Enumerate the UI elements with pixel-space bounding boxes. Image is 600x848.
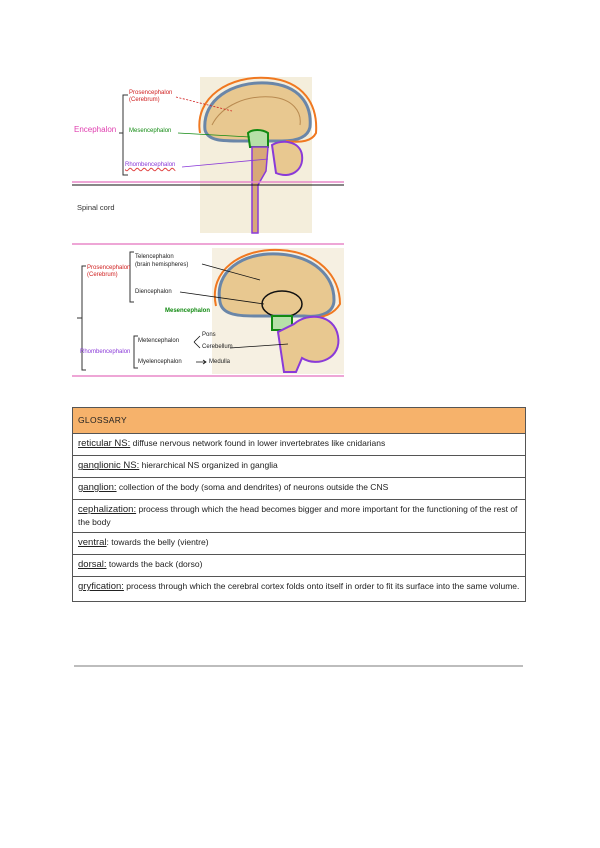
glossary-definition: collection of the body (soma and dendrit…	[116, 482, 389, 493]
cerebellum-target-line	[229, 343, 289, 349]
glossary-definition: diffuse nervous network found in lower i…	[130, 438, 386, 449]
glossary-term: cephalization:	[78, 503, 137, 515]
label-myelencephalon: Myelencephalon	[138, 359, 182, 365]
glossary-term: ganglion:	[78, 482, 117, 494]
glossary-header: GLOSSARY	[72, 406, 526, 435]
encephalon-bracket	[119, 94, 128, 176]
glossary-entry: gryfication: process through which the c…	[72, 575, 526, 602]
prosencephalon-bracket	[129, 251, 134, 303]
glossary-term: dorsal:	[78, 559, 107, 570]
glossary-row: cephalization: process through which the…	[72, 498, 526, 534]
label-rhombencephalon: Rhombencephalon	[125, 162, 176, 168]
mesencephalon-outline	[246, 129, 269, 148]
prosencephalon-pointer	[175, 96, 233, 112]
label-mesencephalon: Mesencephalon	[165, 308, 211, 314]
glossary-definition: process through which the head becomes b…	[78, 503, 518, 527]
glossary-term: reticular NS:	[78, 438, 131, 450]
label-mesencephalon: Mesencephalon	[129, 128, 172, 134]
glossary-row: gryfication: process through which the c…	[72, 575, 526, 602]
cerebellum-pointer	[193, 341, 201, 349]
label-spinal-cord: Spinal cord	[77, 203, 115, 212]
label-encephalon: Encephalon	[74, 125, 117, 134]
rhombencephalon-outline	[276, 315, 340, 373]
rhombencephalon-bracket	[133, 335, 138, 369]
label-pons: Pons	[202, 332, 216, 338]
label-cerebrum: (Cerebrum)	[87, 272, 118, 278]
glossary-row: reticular NS: diffuse nervous network fo…	[72, 433, 526, 457]
glossary-term: ventral	[78, 537, 107, 549]
label-brain-hemispheres: (brain hemispheres)	[135, 262, 189, 268]
glossary-definition: towards the back (dorso)	[106, 559, 203, 569]
glossary-row: ganglion: collection of the body (soma a…	[72, 477, 526, 500]
glossary-term: ganglionic NS:	[78, 460, 140, 472]
prosencephalon-outline	[198, 76, 318, 143]
glossary-entry: reticular NS: diffuse nervous network fo…	[72, 433, 526, 457]
glossary-header-row: GLOSSARY	[72, 406, 526, 435]
mesencephalon-pointer	[177, 132, 251, 138]
glossary-definition: : towards the belly (vientre)	[106, 537, 209, 548]
glossary-entry: ganglionic NS: hierarchical NS organized…	[72, 455, 526, 479]
label-medulla: Medulla	[209, 359, 231, 365]
label-metencephalon: Metencephalon	[138, 338, 180, 344]
cerebrum-shape	[217, 252, 336, 318]
rhombencephalon-pointer	[181, 158, 269, 168]
glossary-entry: ventral: towards the belly (vientre)	[72, 532, 526, 555]
glossary-entry: cephalization: process through which the…	[72, 498, 526, 534]
brain-figure-top-svg	[72, 76, 344, 234]
brain-figure-bottom: Prosencephalon (Cerebrum) Telencephalon …	[72, 240, 344, 380]
label-telencephalon: Telencephalon	[135, 254, 174, 260]
gyri-line	[211, 96, 301, 126]
brain-figure-top: Encephalon Prosencephalon (Cerebrum) Mes…	[72, 75, 344, 235]
label-prosencephalon: Prosencephalon	[87, 265, 131, 271]
telencephalon-pointer	[201, 263, 261, 281]
label-cerebellum: Cerebellum	[202, 344, 233, 350]
glossary-entry: ganglion: collection of the body (soma a…	[72, 477, 526, 500]
label-diencephalon: Diencephalon	[135, 289, 172, 295]
label-rhombencephalon: Rhombencephalon	[80, 349, 131, 355]
horizontal-divider	[74, 665, 523, 667]
glossary-term: gryfication:	[78, 580, 124, 592]
brainstem-shape	[251, 146, 269, 234]
glossary-row: dorsal: towards the back (dorso)	[72, 554, 526, 577]
cerebrum-shape	[203, 81, 312, 143]
diencephalon-pointer	[179, 291, 265, 305]
glossary-table: GLOSSARY reticular NS: diffuse nervous n…	[72, 406, 526, 602]
label-prosencephalon: Prosencephalon	[129, 90, 173, 96]
glossary-row: ganglionic NS: hierarchical NS organized…	[72, 455, 526, 479]
encephalon-bracket	[77, 265, 86, 371]
brain-figure-bottom-svg	[72, 243, 344, 377]
medulla-arrow	[196, 359, 207, 365]
glossary-definition: process through which the cerebral corte…	[123, 580, 520, 591]
prosencephalon-outline	[213, 248, 342, 319]
glossary-row: ventral: towards the belly (vientre)	[72, 532, 526, 555]
pons-pointer	[193, 335, 201, 343]
glossary-entry: dorsal: towards the back (dorso)	[72, 554, 526, 577]
label-cerebrum: (Cerebrum)	[129, 97, 160, 103]
rhombencephalon-outline	[270, 140, 304, 176]
glossary-definition: hierarchical NS organized in ganglia	[139, 460, 278, 471]
